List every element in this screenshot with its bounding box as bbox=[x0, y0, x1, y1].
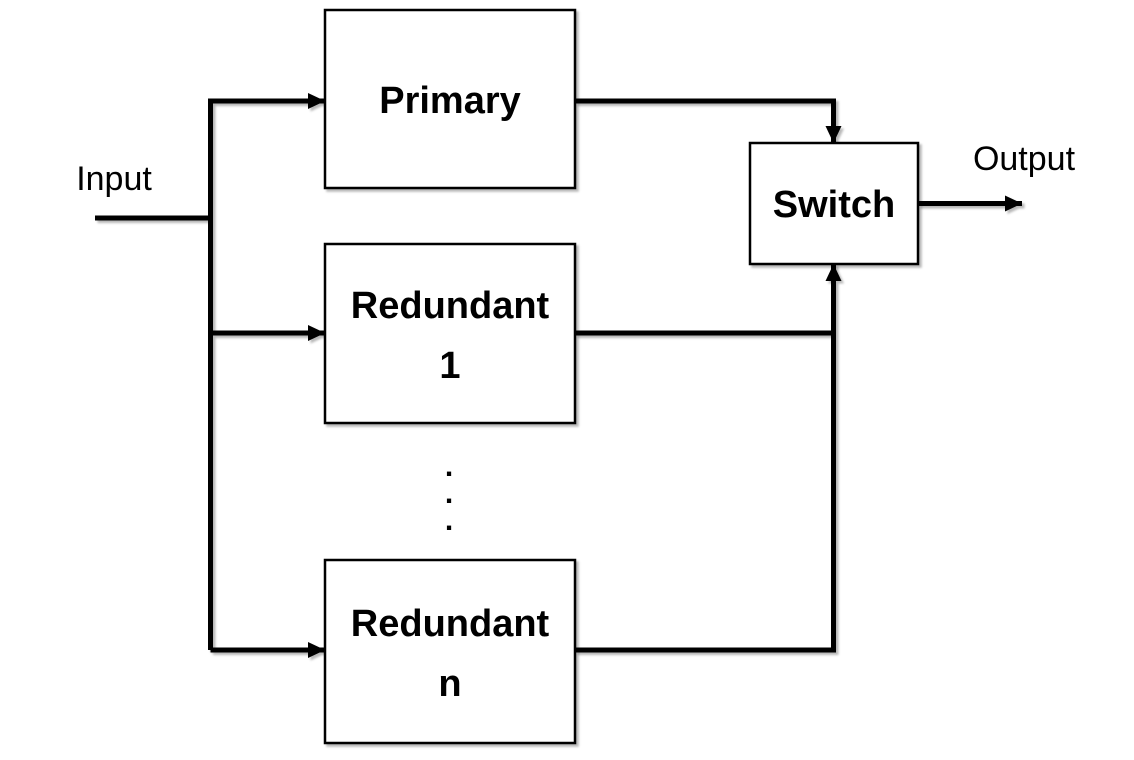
redundant-1-block: Redundant 1 bbox=[323, 242, 577, 425]
switch-box bbox=[748, 141, 920, 266]
input-label: Input bbox=[76, 160, 152, 198]
switch-label: Switch bbox=[773, 184, 895, 226]
redundant-n-block: Redundant n bbox=[323, 558, 577, 745]
redundant-n-label-line1: Redundant bbox=[351, 603, 550, 645]
vertical-ellipsis: . . . bbox=[445, 450, 453, 537]
switch-block: Switch bbox=[748, 141, 920, 266]
output-label: Output bbox=[973, 140, 1076, 178]
ellipsis-dot-2: . bbox=[445, 477, 453, 510]
redundant-1-box bbox=[323, 242, 577, 425]
wire-trunk-to-primary-arrow bbox=[208, 93, 325, 650]
ellipsis-dot-1: . bbox=[445, 450, 453, 483]
ellipsis-dot-3: . bbox=[445, 504, 453, 537]
redundant-1-label-line2: 1 bbox=[439, 345, 460, 387]
wire-redundant-n-to-switch-arrow bbox=[575, 264, 842, 653]
primary-label: Primary bbox=[379, 80, 521, 122]
wires bbox=[95, 93, 1022, 658]
redundant-n-label-line2: n bbox=[438, 663, 461, 705]
wire-primary-to-switch-arrow bbox=[575, 98, 842, 143]
primary-block: Primary bbox=[323, 8, 577, 190]
primary-box bbox=[323, 8, 577, 190]
redundant-1-label-line1: Redundant bbox=[351, 285, 550, 327]
redundant-n-box bbox=[323, 558, 577, 745]
blocks: Primary Redundant 1 Redundant n Switch bbox=[323, 8, 920, 745]
